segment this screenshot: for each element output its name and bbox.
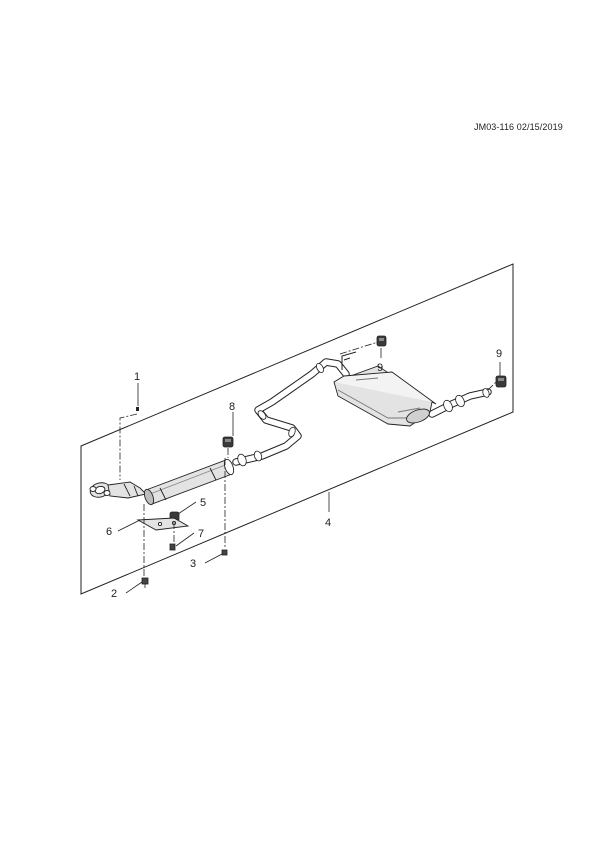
rear-hanger-rod (341, 351, 357, 370)
callout-8: 8 (229, 401, 235, 413)
callout-1: 1 (134, 371, 140, 383)
document-code: JM03-116 02/15/2019 (474, 122, 563, 132)
assembly-dash-lines (119, 341, 497, 576)
hanger-insulator-9b (495, 375, 507, 388)
callout-9-center: 9 (377, 362, 383, 374)
assembly-frame (80, 263, 514, 595)
pipe-joints (237, 363, 490, 467)
bolt-7 (169, 543, 176, 551)
callout-3: 3 (190, 558, 196, 570)
bolt-2 (141, 577, 149, 588)
callout-5: 5 (200, 497, 206, 509)
callout-7: 7 (198, 528, 204, 540)
callout-6: 6 (106, 526, 112, 538)
hanger-insulator-8 (222, 436, 234, 448)
nut-3 (221, 549, 228, 556)
front-pipe (89, 481, 147, 499)
callout-labels: 1 2 3 4 5 6 7 8 9 9 (106, 348, 502, 600)
callout-9-right: 9 (496, 348, 502, 360)
hanger-insulator-9a (376, 335, 387, 347)
callout-2: 2 (111, 588, 117, 600)
catalytic-converter (143, 458, 235, 506)
muffler (333, 365, 437, 427)
bracket-6 (136, 517, 190, 531)
gasket-1 (136, 407, 139, 411)
callout-4: 4 (325, 517, 331, 529)
leader-lines (117, 348, 501, 594)
